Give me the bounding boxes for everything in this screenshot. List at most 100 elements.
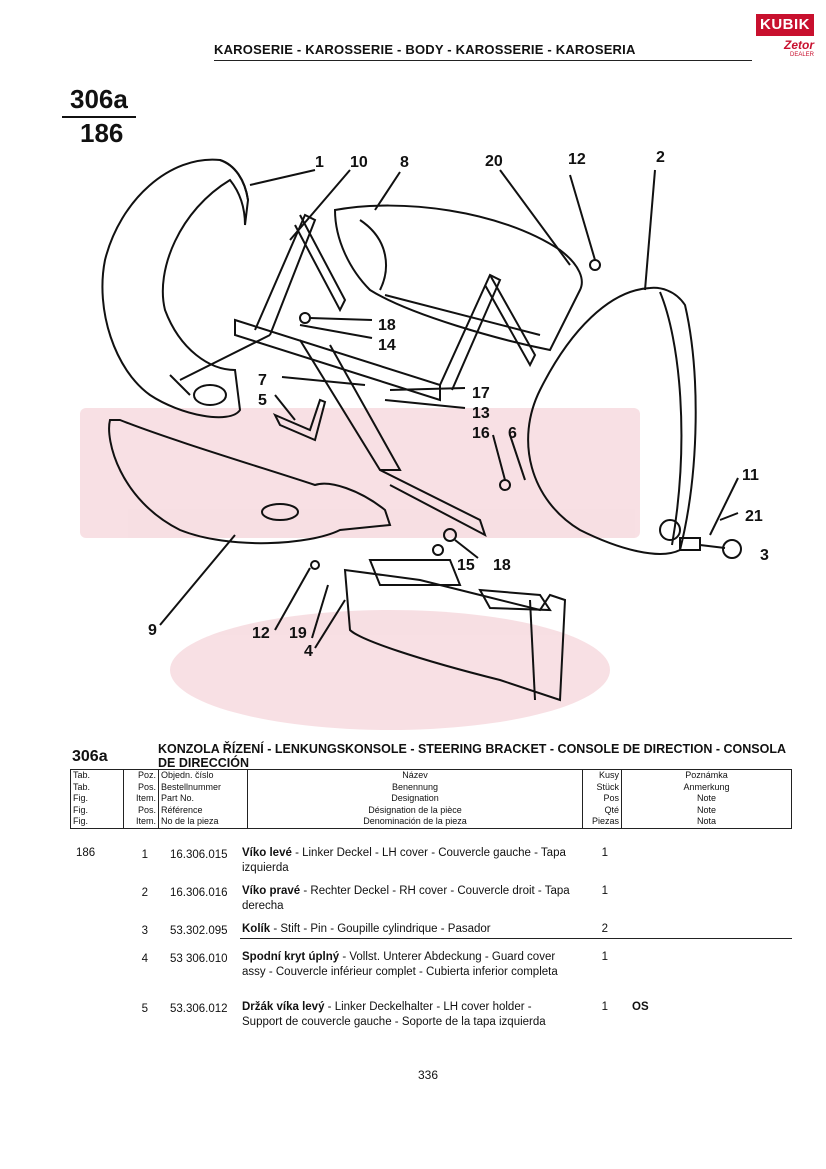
row-position: 4 <box>141 953 148 965</box>
row-name-translations: - Stift - Pin - Goupille cylindrique - P… <box>270 923 491 935</box>
logo-dealer: DEALER <box>789 52 814 58</box>
row-quantity: 2 <box>601 923 608 935</box>
header-tab-line: Tab. <box>73 770 91 780</box>
row-description: Spodní kryt úplný - Vollst. Unterer Abde… <box>242 950 572 980</box>
part-pin <box>679 537 742 559</box>
section-number: 306a <box>72 748 108 765</box>
header-pos-line: Poz. <box>137 770 156 780</box>
callout-label: 15 <box>457 557 475 574</box>
part-upper-cover <box>333 204 583 352</box>
row-name-czech: Držák víka levý <box>242 1001 325 1013</box>
row-tab: 186 <box>76 847 96 859</box>
callout-label: 2 <box>656 149 665 166</box>
callout-label: 18 <box>493 557 511 574</box>
row-part-number: 53.306.012 <box>170 1003 228 1015</box>
callout-label: 18 <box>378 317 396 334</box>
col-tab: Tab.Tab.Fig.Fig.Fig. <box>70 769 124 829</box>
figure-sub-number: 186 <box>80 118 124 148</box>
row-part-number: 53.302.095 <box>170 925 228 937</box>
header-note-line: Nota <box>696 816 716 826</box>
callout-label: 5 <box>258 392 267 409</box>
part-bolt-15 <box>432 544 444 556</box>
header-qty-line: Kusy <box>598 770 619 780</box>
part-lower-cover <box>108 419 392 545</box>
row-name-czech: Víko levé <box>242 847 292 859</box>
row-description: Víko pravé - Rechter Deckel - RH cover -… <box>242 884 572 914</box>
row-part-number: 16.306.015 <box>170 849 228 861</box>
part-holder <box>272 398 327 442</box>
callout-label: 17 <box>472 385 490 402</box>
row-description: Víko levé - Linker Deckel - LH cover - C… <box>242 846 572 876</box>
header-tab-line: Fig. <box>73 816 89 826</box>
row-note: OS <box>632 1001 649 1013</box>
row-position: 3 <box>141 925 148 937</box>
header-qty-line: Piezas <box>591 816 619 826</box>
header-number-line: Objedn. číslo <box>161 770 214 780</box>
header-pos-line: Item. <box>135 793 156 803</box>
part-bolt-12 <box>589 259 601 271</box>
part-bolt-19 <box>310 560 320 570</box>
row-position: 2 <box>141 887 148 899</box>
callout-label: 21 <box>745 508 763 525</box>
header-pos-line: Pos. <box>137 804 156 815</box>
parts-table-header: Tab.Tab.Fig.Fig.Fig. Poz.Pos.Item.Pos.It… <box>70 769 792 829</box>
callout-label: 6 <box>508 425 517 442</box>
header-rule <box>214 60 752 61</box>
header-name-line: Benennung <box>391 781 439 792</box>
header-note-line: Note <box>696 793 716 803</box>
callout-label: 7 <box>258 372 267 389</box>
header-number-line: No de la pieza <box>161 816 219 826</box>
row-description: Držák víka levý - Linker Deckelhalter - … <box>242 1000 572 1030</box>
header-note-line: Note <box>696 804 716 815</box>
col-pos: Poz.Pos.Item.Pos.Item. <box>123 769 159 829</box>
row-name-czech: Víko pravé <box>242 885 301 897</box>
header-note-line: Poznámka <box>685 770 728 780</box>
callout-label: 13 <box>472 405 490 422</box>
row-name-translations: - Linker Deckelhalter - LH cover holder … <box>242 1001 546 1028</box>
callout-label: 16 <box>472 425 490 442</box>
callout-label: 20 <box>485 153 503 170</box>
header-name-line: Denominación de la pieza <box>363 816 467 826</box>
section-title: KONZOLA ŘÍZENÍ - LENKUNGSKONSOLE - STEER… <box>158 742 786 770</box>
row-part-number: 16.306.016 <box>170 887 228 899</box>
row-part-number: 53 306.010 <box>170 953 228 965</box>
header-title: KAROSERIE - KAROSSERIE - BODY - KAROSSER… <box>214 42 636 57</box>
watermark <box>80 408 640 730</box>
row-position: 1 <box>141 849 148 861</box>
callout-label: 14 <box>378 337 396 354</box>
header-qty-line: Qté <box>604 804 619 815</box>
part-left-cover <box>101 158 250 419</box>
row-quantity: 1 <box>601 885 608 897</box>
row-divider <box>240 938 792 939</box>
row-description: Kolík - Stift - Pin - Goupille cylindriq… <box>242 922 572 937</box>
callout-label: 8 <box>400 154 409 171</box>
row-name-translations: - Linker Deckel - LH cover - Couvercle g… <box>242 847 566 874</box>
logo-zetor: Zetor <box>784 38 814 52</box>
header-tab-line: Fig. <box>73 804 89 815</box>
row-name-translations: - Rechter Deckel - RH cover - Couvercle … <box>242 885 570 912</box>
part-nut-18b <box>443 528 457 542</box>
logo-kubik: KUBIK <box>756 14 814 36</box>
header-tab-line: Fig. <box>73 793 89 803</box>
row-name-translations: - Vollst. Unterer Abdeckung - Guard cove… <box>242 951 558 978</box>
header-pos-line: Pos. <box>137 781 156 792</box>
callout-label: 12 <box>252 625 270 642</box>
header-name-line: Désignation de la pièce <box>368 804 462 815</box>
callout-label: 9 <box>148 622 157 639</box>
part-right-cover <box>527 286 697 555</box>
part-bottom-guard <box>343 559 567 702</box>
header-qty-line: Pos <box>603 793 619 803</box>
header-number-line: Bestellnummer <box>161 781 222 792</box>
figure-rule <box>62 116 136 118</box>
row-name-czech: Kolík <box>242 923 271 935</box>
part-nut-18 <box>299 312 311 324</box>
kubik-zetor-logo: KUBIK Zetor DEALER <box>756 14 814 62</box>
callout-label: 4 <box>304 643 313 660</box>
row-quantity: 1 <box>601 1001 608 1013</box>
callout-label: 10 <box>350 154 368 171</box>
row-name-czech: Spodní kryt úplný <box>242 951 340 963</box>
